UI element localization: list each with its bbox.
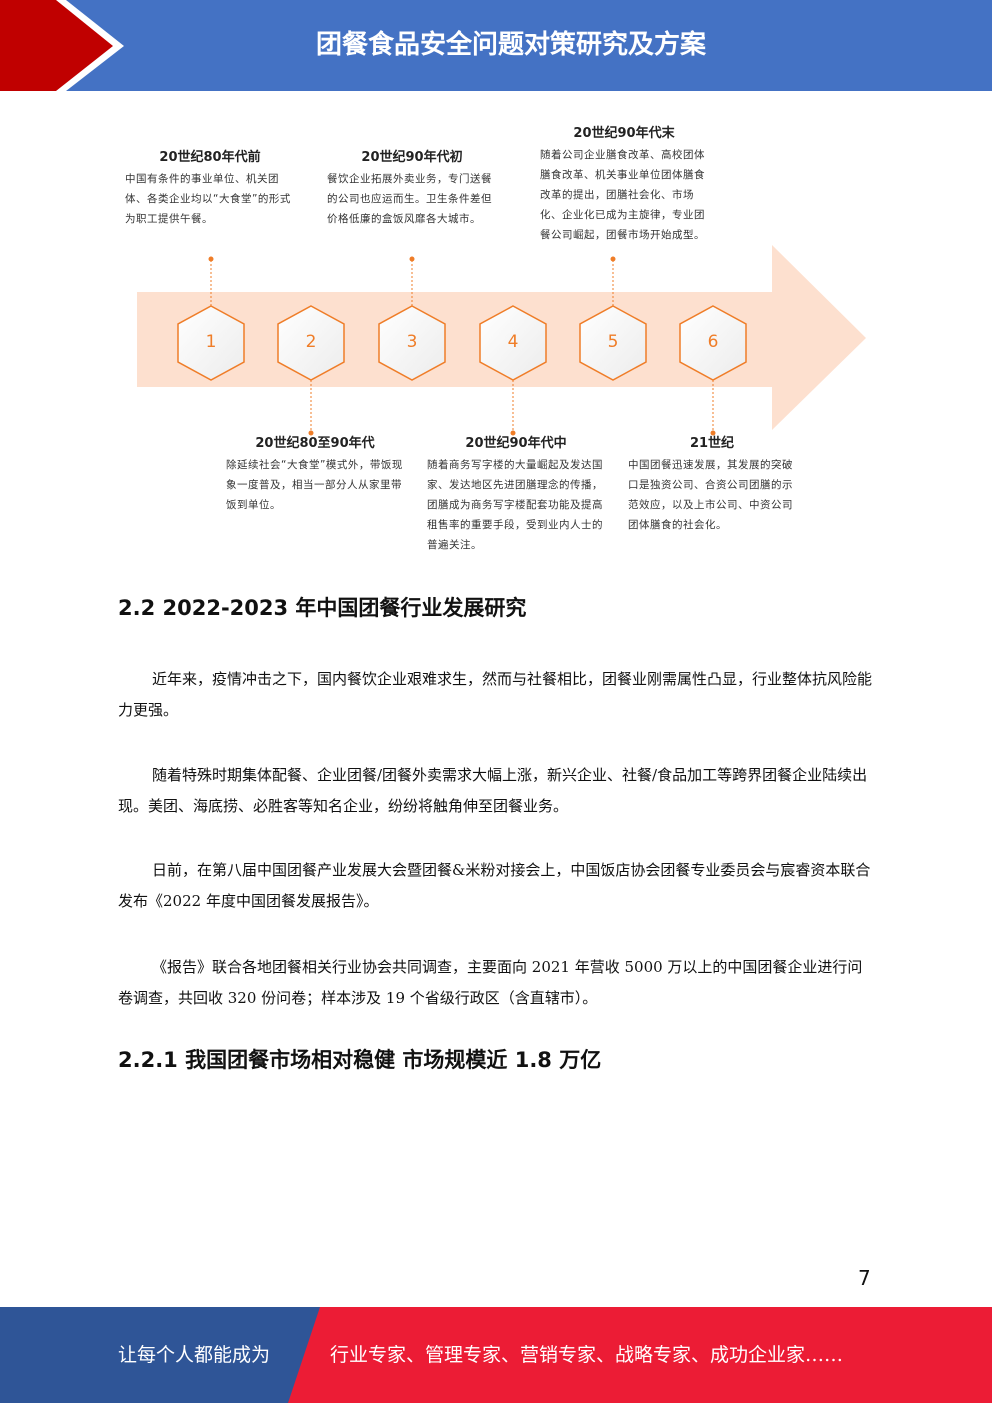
timeline-arrow-icon <box>137 245 866 436</box>
paragraph-3: 日前，在第八届中国团餐产业发展大会暨团餐&米粉对接会上，中国饭店协会团餐专业委员… <box>118 861 871 910</box>
footer-diagonal-decoration-icon <box>0 1307 320 1403</box>
chevron-decoration-icon <box>0 0 124 91</box>
timeline-item-4: 20世纪90年代中 随着商务写字楼的大量崛起及发达国家、发达地区先进团膳理念的传… <box>427 432 605 555</box>
timeline-item-text: 餐饮企业拓展外卖业务，专门送餐的公司也应运而生。卫生条件差但价格低廉的盒饭风靡各… <box>327 173 492 225</box>
timeline-item-2: 20世纪80至90年代 除延续社会“大食堂”模式外，带饭现象一度普及，相当一部分… <box>226 432 404 515</box>
page-number: 7 <box>858 1266 871 1290</box>
timeline-node-2-number: 2 <box>305 332 317 352</box>
paragraph-2: 随着特殊时期集体配餐、企业团餐/团餐外卖需求大幅上涨，新兴企业、社餐/食品加工等… <box>118 766 868 815</box>
section-heading: 2.2 2022-2023 年中国团餐行业发展研究 <box>118 596 527 620</box>
timeline-item-text: 随着公司企业膳食改革、高校团体膳食改革、机关事业单位团体膳食改革的提出，团膳社会… <box>540 149 705 241</box>
timeline-node-3-number: 3 <box>406 332 418 352</box>
paragraph-4: 《报告》联合各地团餐相关行业协会共同调查，主要面向 2021 年营收 5000 … <box>118 958 863 1007</box>
timeline-item-text: 随着商务写字楼的大量崛起及发达国家、发达地区先进团膳理念的传播，团膳成为商务写字… <box>427 459 603 551</box>
paragraph-1: 近年来，疫情冲击之下，国内餐饮企业艰难求生，然而与社餐相比，团餐业刚需属性凸显，… <box>118 670 873 719</box>
timeline-item-5: 20世纪90年代末 随着公司企业膳食改革、高校团体膳食改革、机关事业单位团体膳食… <box>540 122 708 245</box>
timeline-item-text: 中国有条件的事业单位、机关团体、各类企业均以“大食堂”的形式为职工提供午餐。 <box>125 173 291 225</box>
timeline-item-title: 20世纪90年代初 <box>361 150 463 165</box>
timeline-item-3: 20世纪90年代初 餐饮企业拓展外卖业务，专门送餐的公司也应运而生。卫生条件差但… <box>327 146 497 229</box>
timeline-item-title: 20世纪90年代中 <box>465 436 567 451</box>
timeline-infographic: 1 2 3 4 5 6 20世纪80年代前 中国有条件的事业单位、机关团体、各类… <box>0 100 992 580</box>
timeline-item-title: 20世纪90年代末 <box>573 126 675 141</box>
timeline-item-title: 21世纪 <box>689 436 735 451</box>
timeline-node-4-number: 4 <box>507 332 519 352</box>
page-footer: 让每个人都能成为 行业专家、管理专家、营销专家、战略专家、成功企业家…… <box>0 1307 992 1403</box>
timeline-item-1: 20世纪80年代前 中国有条件的事业单位、机关团体、各类企业均以“大食堂”的形式… <box>125 146 295 229</box>
footer-slogan-left: 让每个人都能成为 <box>118 1344 271 1366</box>
subsection-heading: 2.2.1 我国团餐市场相对稳健 市场规模近 1.8 万亿 <box>118 1048 602 1072</box>
timeline-item-title: 20世纪80年代前 <box>159 150 261 165</box>
timeline-item-text: 除延续社会“大食堂”模式外，带饭现象一度普及，相当一部分人从家里带饭到单位。 <box>226 459 403 511</box>
footer-slogan-right: 行业专家、管理专家、营销专家、战略专家、成功企业家…… <box>330 1344 844 1366</box>
page-header: 团餐食品安全问题对策研究及方案 <box>0 0 992 91</box>
document-title: 团餐食品安全问题对策研究及方案 <box>315 30 706 60</box>
timeline-item-text: 中国团餐迅速发展，其发展的突破口是独资公司、合资公司团膳的示范效应，以及上市公司… <box>628 459 793 531</box>
timeline-item-title: 20世纪80至90年代 <box>255 436 375 451</box>
timeline-item-6: 21世纪 中国团餐迅速发展，其发展的突破口是独资公司、合资公司团膳的示范效应，以… <box>628 432 796 535</box>
timeline-node-6-number: 6 <box>707 332 719 352</box>
timeline-node-5-number: 5 <box>607 332 619 352</box>
timeline-node-1-number: 1 <box>205 332 217 352</box>
